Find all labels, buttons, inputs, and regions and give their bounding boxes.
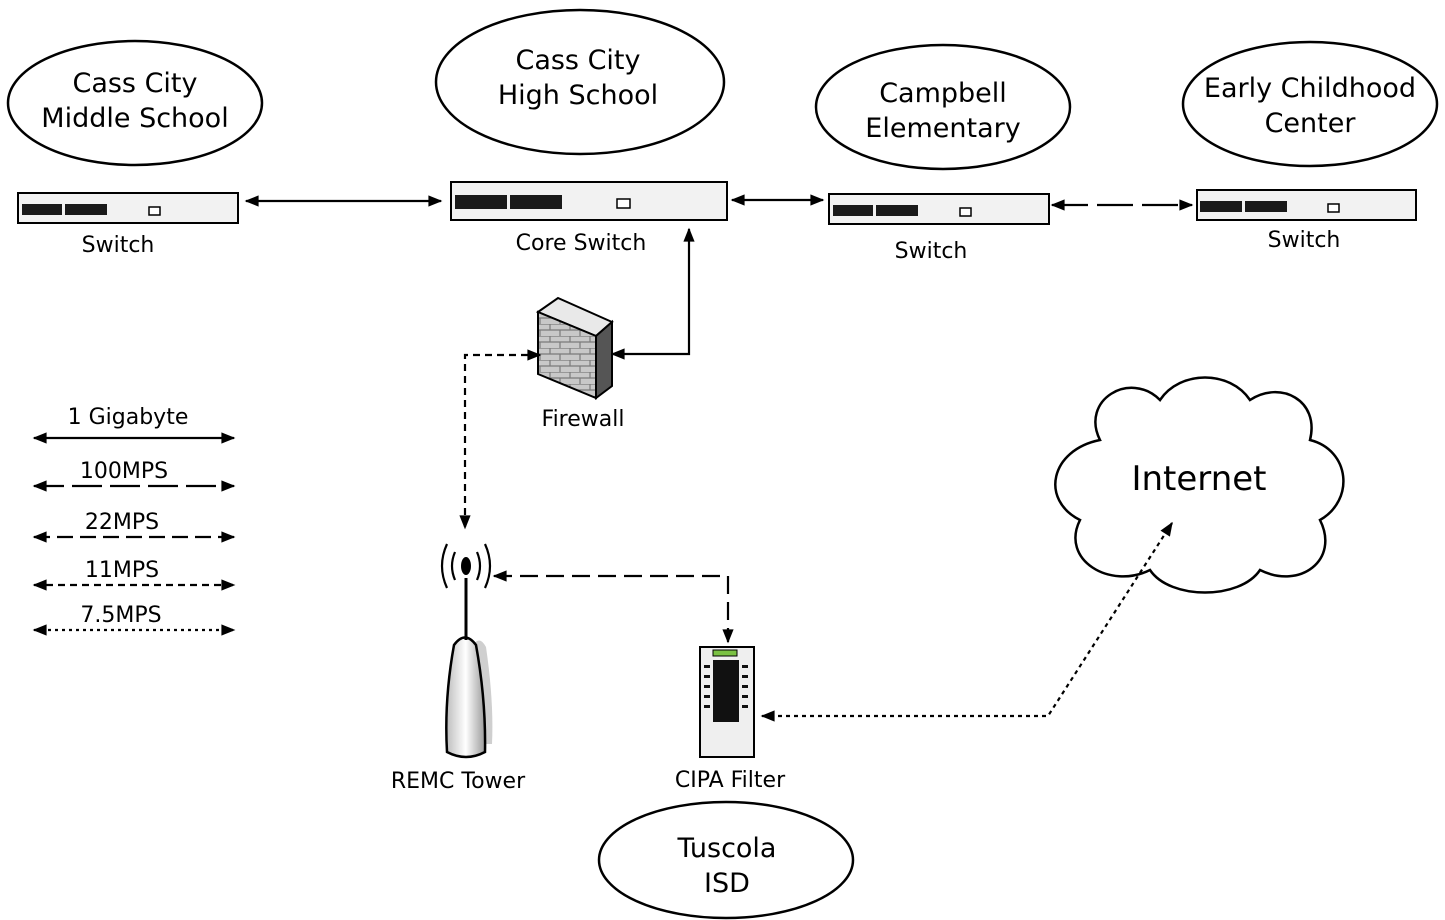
site-label-line1: Cass City [515, 45, 640, 76]
site-label-line2: High School [498, 80, 658, 111]
switch-campbell: Switch [828, 193, 1050, 264]
link-firewall-core [610, 227, 695, 360]
switch-label: Switch [895, 239, 968, 264]
site-campbell-elementary: Campbell Elementary [814, 43, 1072, 171]
site-early-childhood-center: Early Childhood Center [1181, 40, 1439, 168]
legend-label: 22MPS [85, 510, 159, 535]
switch-early-childhood: Switch [1196, 189, 1417, 253]
core-switch-label: Core Switch [516, 231, 647, 256]
legend-label: 100MPS [80, 459, 168, 484]
legend: 1 Gigabyte 100MPS 22MPS 11MPS 7.5MPS [32, 405, 236, 636]
site-label-line2: Elementary [865, 113, 1020, 144]
tower-label: REMC Tower [391, 769, 526, 794]
legend-item: 100MPS [32, 459, 236, 492]
legend-item: 1 Gigabyte [32, 405, 236, 444]
link-tower-cipa [492, 570, 734, 644]
legend-item: 11MPS [32, 558, 236, 591]
site-tuscola-isd: Tuscola ISD [597, 800, 855, 920]
remc-tower: REMC Tower [391, 543, 526, 794]
site-cass-city-high-school: Cass City High School [434, 8, 726, 156]
site-label-line2: Center [1265, 108, 1357, 139]
site-cass-city-middle-school: Cass City Middle School [6, 39, 264, 167]
legend-label: 7.5MPS [80, 603, 161, 628]
legend-item: 7.5MPS [32, 603, 236, 636]
firewall-label: Firewall [542, 407, 625, 432]
cipa-filter: CIPA Filter [675, 646, 786, 793]
site-label-line2: ISD [704, 868, 750, 899]
legend-label: 1 Gigabyte [68, 405, 189, 430]
switch-middle-school: Switch [17, 192, 239, 258]
site-label-line1: Cass City [72, 68, 197, 99]
switch-label: Switch [82, 233, 155, 258]
link-firewall-tower [459, 349, 542, 530]
legend-item: 22MPS [32, 510, 236, 543]
site-label-line2: Middle School [41, 103, 228, 134]
network-links [244, 194, 1194, 722]
firewall: Firewall [535, 296, 625, 432]
switch-label: Switch [1268, 228, 1341, 253]
site-label-line1: Tuscola [677, 833, 777, 864]
internet-cloud: Internet [1054, 376, 1345, 594]
site-label-line1: Campbell [879, 78, 1007, 109]
legend-label: 11MPS [85, 558, 159, 583]
cipa-label: CIPA Filter [675, 768, 786, 793]
site-label-line1: Early Childhood [1204, 73, 1416, 104]
core-switch: Core Switch [450, 181, 728, 256]
internet-label: Internet [1131, 459, 1266, 499]
